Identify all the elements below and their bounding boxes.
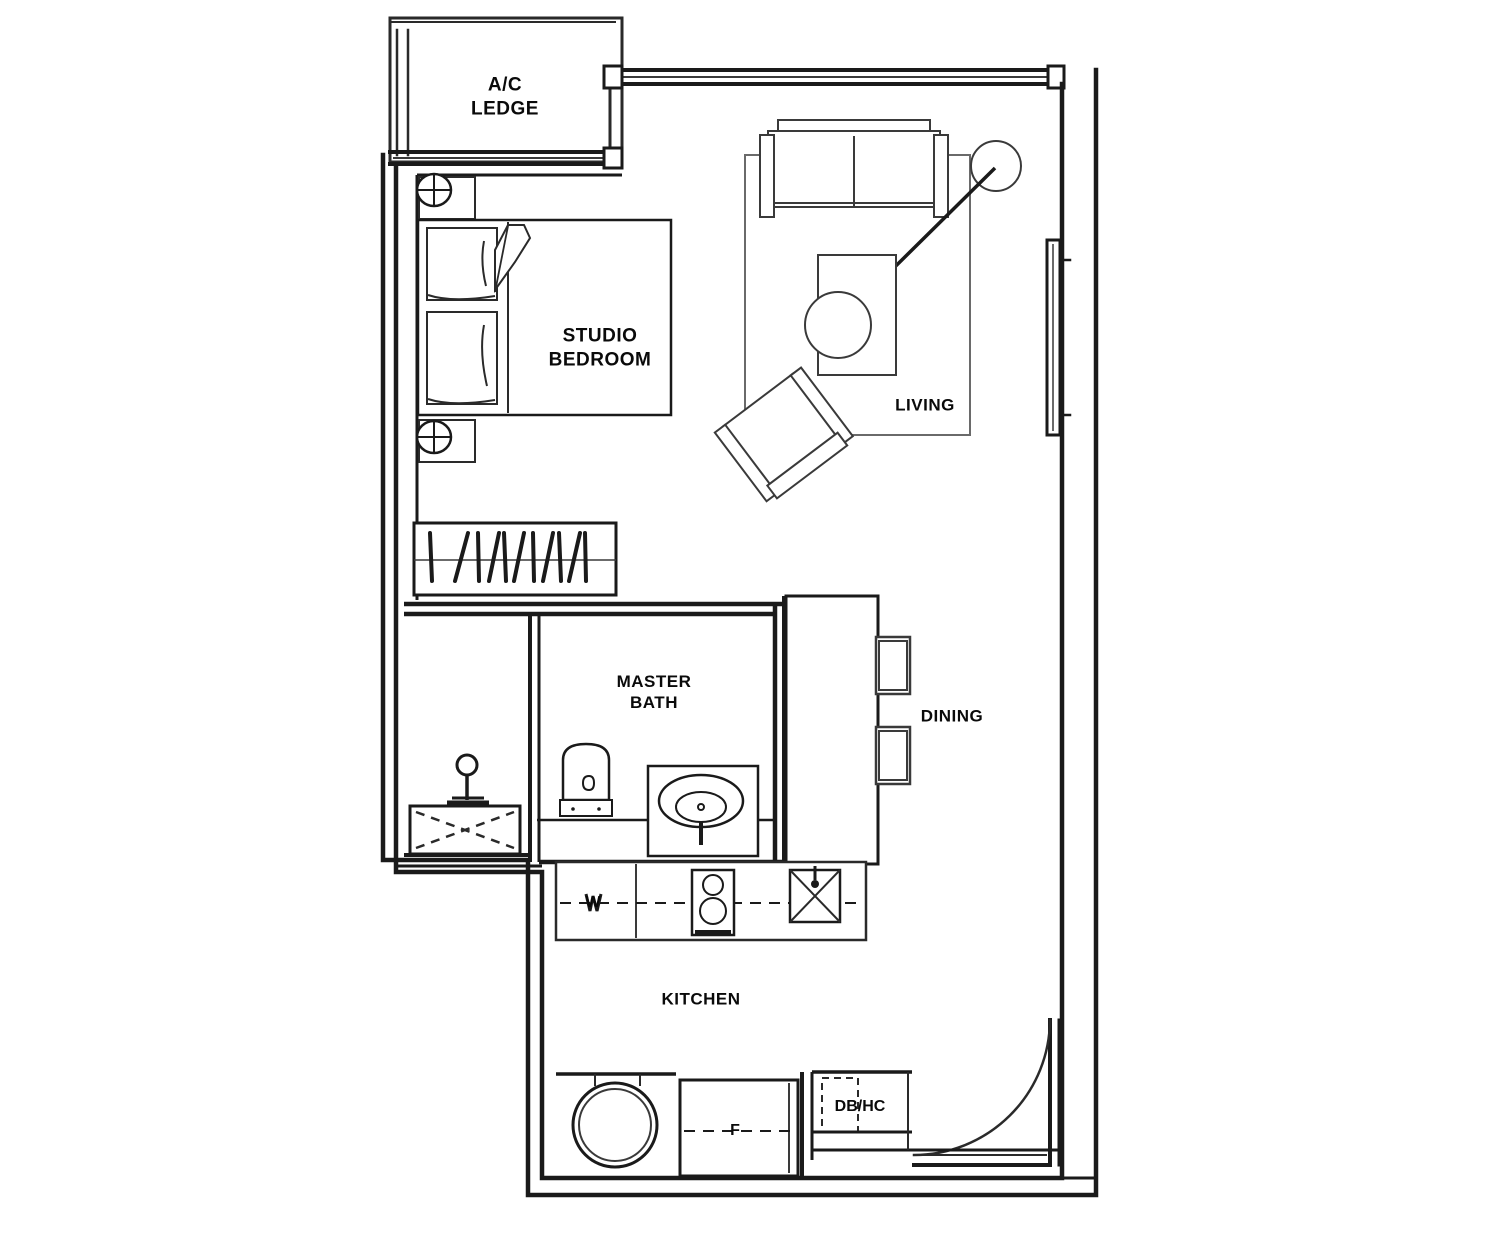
shower-head: [447, 753, 489, 806]
kitchen-sink: [788, 866, 842, 924]
bedroom-furniture: [412, 172, 673, 597]
round-table: [571, 1081, 659, 1169]
walls-group: [380, 16, 1099, 1198]
entry-door[interactable]: [912, 1018, 1061, 1167]
bath-fixtures: [408, 742, 775, 858]
wardrobe: [412, 521, 618, 597]
top-window-glazing: [602, 64, 1066, 90]
room-label-living: LIVING: [895, 395, 955, 415]
room-label-dining: DINING: [920, 706, 984, 726]
room-label-master-bath: MASTER BATH: [616, 671, 692, 712]
washer-marker: [584, 893, 603, 912]
bar-stool-upper: [874, 635, 912, 696]
bed: [416, 218, 673, 417]
kitchen-fixtures: [554, 860, 868, 942]
outer-wall: [380, 67, 1099, 1198]
distribution-board-cabinet: [800, 1070, 1058, 1180]
room-label-ac-ledge: A/C LEDGE: [471, 74, 539, 119]
wash-basin: [646, 764, 760, 858]
nightstand-bottom: [415, 419, 476, 463]
cooktop: [690, 868, 736, 937]
living-furniture: [713, 119, 1022, 503]
toilet: [559, 742, 613, 817]
armchair: [713, 366, 855, 503]
label-distribution-board: DB/HC: [834, 1098, 886, 1115]
nightstand-top: [415, 172, 476, 220]
fridge: [678, 1078, 800, 1178]
dining-furniture: [784, 594, 912, 866]
label-fridge: F: [730, 1122, 740, 1139]
coffee-table: [804, 254, 897, 376]
shower-tray: [408, 804, 522, 856]
label-washer: W: [585, 894, 601, 911]
bar-stool-lower: [874, 725, 912, 786]
entry-zone-fixtures: [556, 1070, 1058, 1180]
room-label-studio-bedroom: STUDIO BEDROOM: [548, 325, 652, 370]
sofa: [759, 119, 949, 218]
room-label-kitchen: KITCHEN: [661, 989, 741, 1009]
ledge-lower-glazing: [388, 146, 624, 170]
sliding-glass-door[interactable]: [1045, 238, 1072, 437]
